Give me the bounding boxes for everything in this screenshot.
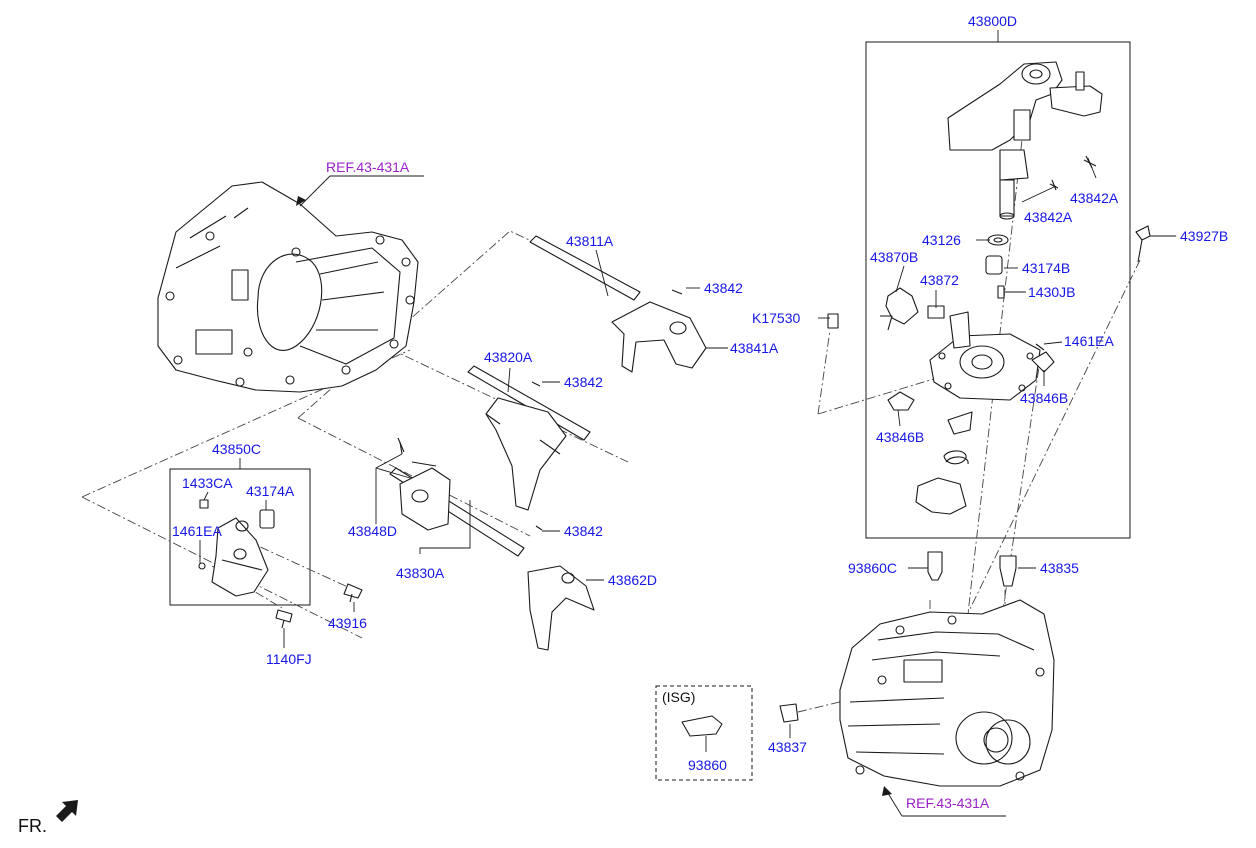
fork-43862D (527, 565, 595, 651)
label-1430JB: 1430JB (1028, 284, 1075, 300)
pin-43848D (397, 437, 405, 453)
label-43841A: 43841A (730, 340, 779, 356)
ref-arrow-bottom (882, 786, 892, 796)
label-43835: 43835 (1040, 560, 1079, 576)
label-43872: 43872 (920, 272, 959, 288)
label-43842-1: 43842 (704, 280, 743, 296)
shift-rail-43811A (529, 235, 707, 373)
label-43848D: 43848D (348, 523, 397, 539)
label-43842-3: 43842 (564, 523, 603, 539)
return-spring (943, 450, 969, 465)
plate (947, 411, 973, 435)
label-43916: 43916 (328, 615, 367, 631)
label-1433CA: 1433CA (182, 475, 233, 491)
washer-43126 (987, 234, 1009, 246)
transmission-case-upper (157, 181, 419, 393)
sensor-93860C (927, 551, 943, 581)
plunger-43846B-left (887, 391, 915, 411)
label-43820A: 43820A (484, 349, 533, 365)
plunger-43846B-right (1031, 351, 1055, 373)
bolt-43916 (343, 583, 363, 603)
selector-housing (929, 311, 1041, 401)
clip-1461EA-right (1035, 343, 1045, 351)
ref-arrow-top (296, 196, 306, 206)
pin-K17530 (827, 313, 839, 329)
shift-rail-43830A (389, 441, 525, 557)
label-43837: 43837 (768, 739, 807, 755)
label-1461EA-right: 1461EA (1064, 333, 1114, 349)
transmission-case-lower (839, 599, 1055, 787)
label-K17530: K17530 (752, 310, 800, 326)
label-43842-2: 43842 (564, 374, 603, 390)
label-43830A: 43830A (396, 565, 445, 581)
label-43174B: 43174B (1022, 260, 1070, 276)
label-43126: 43126 (922, 232, 961, 248)
ref-label-bottom[interactable]: REF.43-431A (906, 795, 990, 811)
label-43870B: 43870B (870, 249, 918, 265)
bolt-43927B (1135, 225, 1151, 263)
shift-rail-43820A (467, 365, 591, 511)
label-93860: 93860 (688, 757, 727, 773)
label-1140FJ: 1140FJ (266, 651, 312, 667)
label-43842A-1: 43842A (1070, 190, 1119, 206)
isg-box (655, 685, 753, 781)
front-direction-label: FR. (18, 816, 47, 836)
shift-lever-assembly (947, 61, 1103, 220)
label-43174A: 43174A (246, 483, 295, 499)
front-arrow-icon (56, 800, 78, 822)
label-43842A-2: 43842A (1024, 209, 1073, 225)
label-43811A: 43811A (566, 233, 614, 249)
label-43846B-1: 43846B (1020, 390, 1068, 406)
sensor-93860 (681, 715, 723, 737)
plug-1433CA (199, 499, 209, 509)
interlock-assembly (198, 499, 275, 597)
isg-label: (ISG) (662, 689, 695, 705)
bushing-43174B (985, 255, 1003, 275)
plug-43835 (999, 555, 1017, 587)
clip-1461EA-left (198, 562, 206, 570)
label-93860C: 93860C (848, 560, 897, 576)
bushing-43174A (259, 509, 275, 529)
label-1461EA-left: 1461EA (172, 523, 222, 539)
label-43846B-2: 43846B (876, 429, 924, 445)
plug-43837 (779, 703, 799, 723)
label-43850C: 43850C (212, 441, 261, 457)
label-43800D: 43800D (968, 13, 1017, 29)
ref-label-top[interactable]: REF.43-431A (326, 159, 410, 175)
bracket (915, 477, 967, 515)
label-43927B: 43927B (1180, 228, 1228, 244)
sensor-43870B (885, 287, 919, 325)
leader-lines (199, 157, 1176, 817)
label-43862D: 43862D (608, 572, 657, 588)
pins-43842 (531, 289, 683, 531)
bolt-1140FJ (275, 609, 293, 629)
pin-1430JB (997, 285, 1005, 299)
